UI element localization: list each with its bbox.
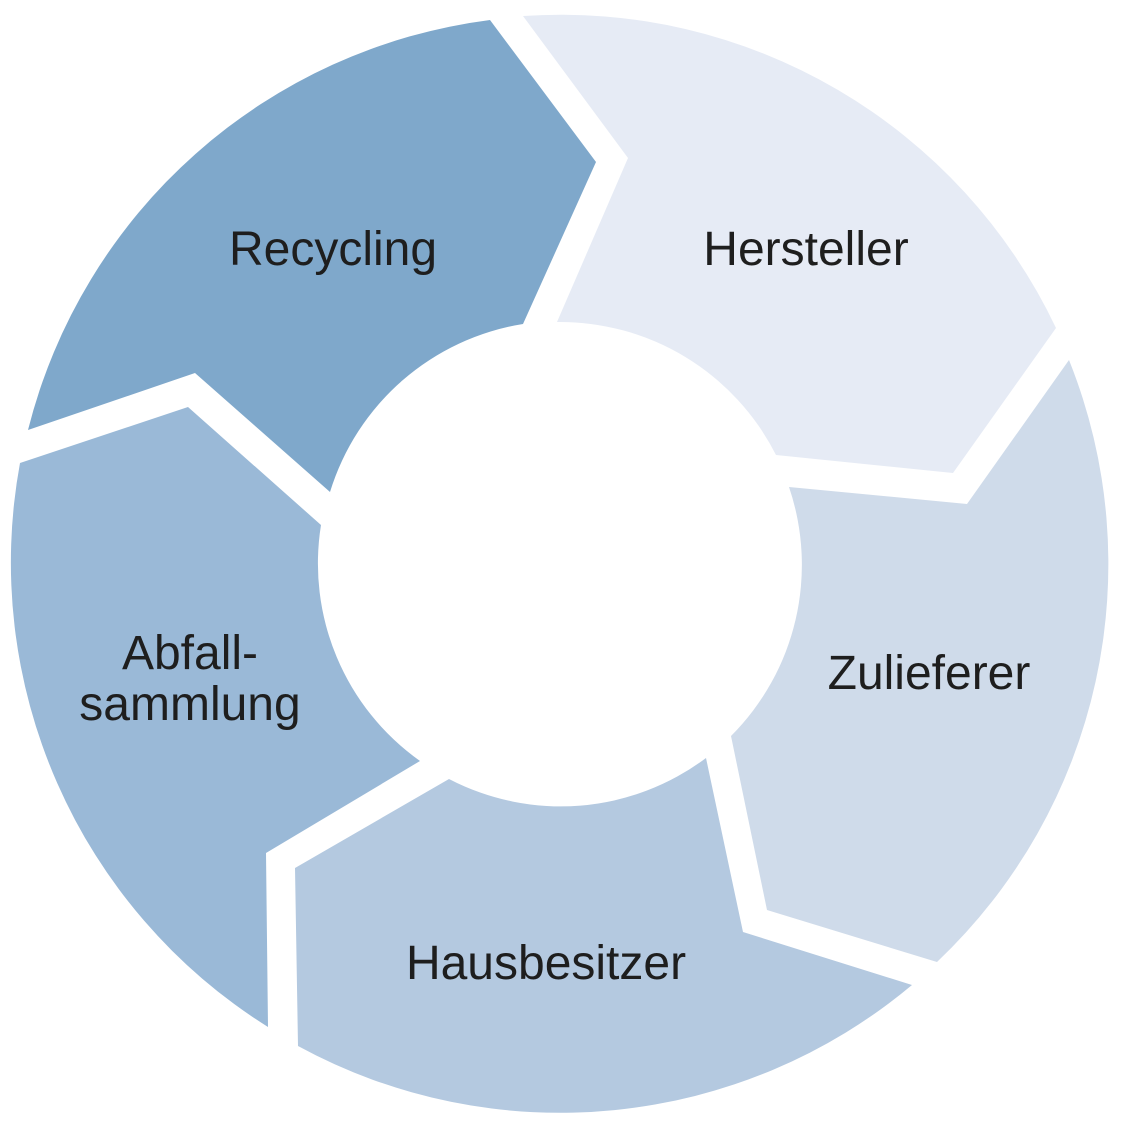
segment-abfallsammlung (10, 407, 421, 1027)
label-zulieferer: Zulieferer (828, 647, 1031, 700)
label-abfallsammlung-line1: Abfall- (122, 627, 258, 680)
segment-hersteller (523, 14, 1056, 473)
segment-recycling (28, 20, 596, 492)
label-hausbesitzer: Hausbesitzer (406, 937, 686, 990)
label-recycling: Recycling (229, 223, 437, 276)
label-hersteller: Hersteller (703, 223, 908, 276)
segment-zulieferer (731, 360, 1109, 962)
label-abfallsammlung-line2: sammlung (79, 678, 300, 731)
segment-hausbesitzer (295, 758, 912, 1113)
